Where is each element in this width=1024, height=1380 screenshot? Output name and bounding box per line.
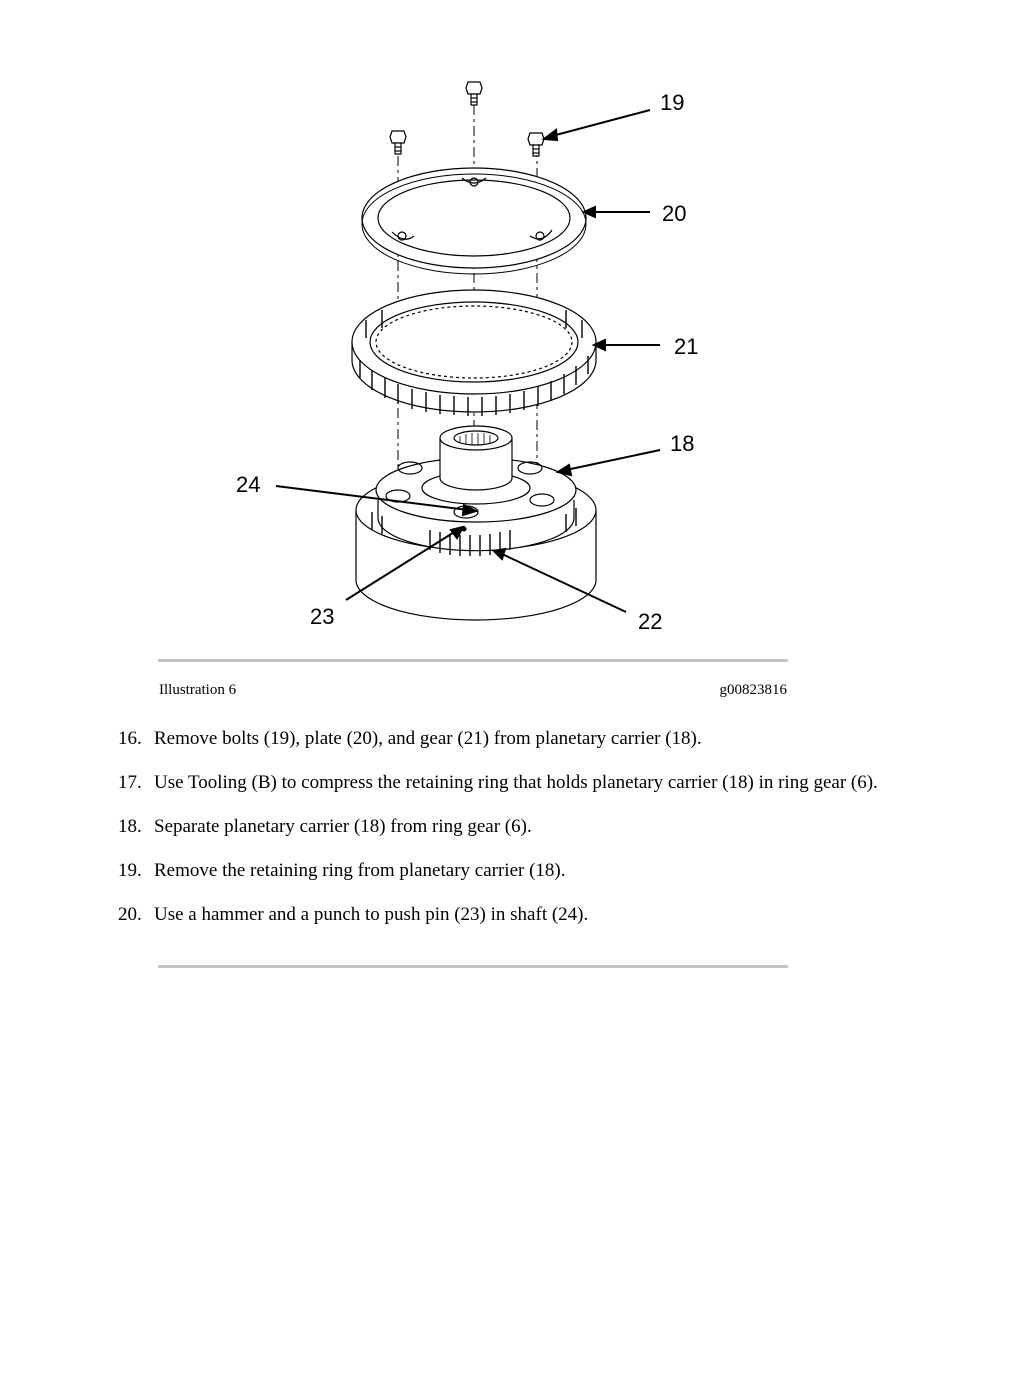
caption-divider-top xyxy=(158,659,788,662)
leader-lines xyxy=(275,109,661,613)
step-text: Use a hammer and a punch to push pin (23… xyxy=(154,904,589,925)
callout-23: 23 xyxy=(310,604,334,629)
step-item: 19. Remove the retaining ring from planet… xyxy=(118,859,918,882)
step-text: Remove the retaining ring from planetary… xyxy=(154,860,566,881)
callout-21: 21 xyxy=(674,334,698,359)
step-item: 16. Remove bolts (19), plate (20), and ge… xyxy=(118,727,918,750)
planetary-carrier-18 xyxy=(355,425,597,621)
callout-24: 24 xyxy=(236,472,260,497)
callout-19: 19 xyxy=(660,90,684,115)
exploded-view-illustration: 19 20 21 18 24 23 22 xyxy=(0,0,1024,660)
procedure-steps: 16. Remove bolts (19), plate (20), and ge… xyxy=(118,727,918,947)
callout-22: 22 xyxy=(638,609,662,634)
plate-20 xyxy=(361,167,587,275)
step-item: 17. Use Tooling (B) to compress the retai… xyxy=(118,771,918,794)
callout-18: 18 xyxy=(670,431,694,456)
step-item: 20. Use a hammer and a punch to push pin … xyxy=(118,903,918,926)
step-number: 16. xyxy=(118,728,142,749)
step-number: 17. xyxy=(118,772,142,793)
bolt-19-right xyxy=(527,132,545,157)
step-text: Separate planetary carrier (18) from rin… xyxy=(154,816,532,837)
illustration-code: g00823816 xyxy=(719,682,788,698)
step-text: Remove bolts (19), plate (20), and gear … xyxy=(154,728,702,749)
step-number: 19. xyxy=(118,860,142,881)
illustration-label: Illustration 6 xyxy=(159,682,237,698)
section-divider-bottom xyxy=(158,965,788,968)
gear-teeth xyxy=(359,310,589,416)
gear-21 xyxy=(351,289,597,416)
step-number: 20. xyxy=(118,904,142,925)
callout-20: 20 xyxy=(662,201,686,226)
step-number: 18. xyxy=(118,816,142,837)
bolt-19-left xyxy=(389,130,407,155)
bolt-19-center xyxy=(465,81,483,106)
step-item: 18. Separate planetary carrier (18) from … xyxy=(118,815,918,838)
step-text: Use Tooling (B) to compress the retainin… xyxy=(154,772,878,793)
